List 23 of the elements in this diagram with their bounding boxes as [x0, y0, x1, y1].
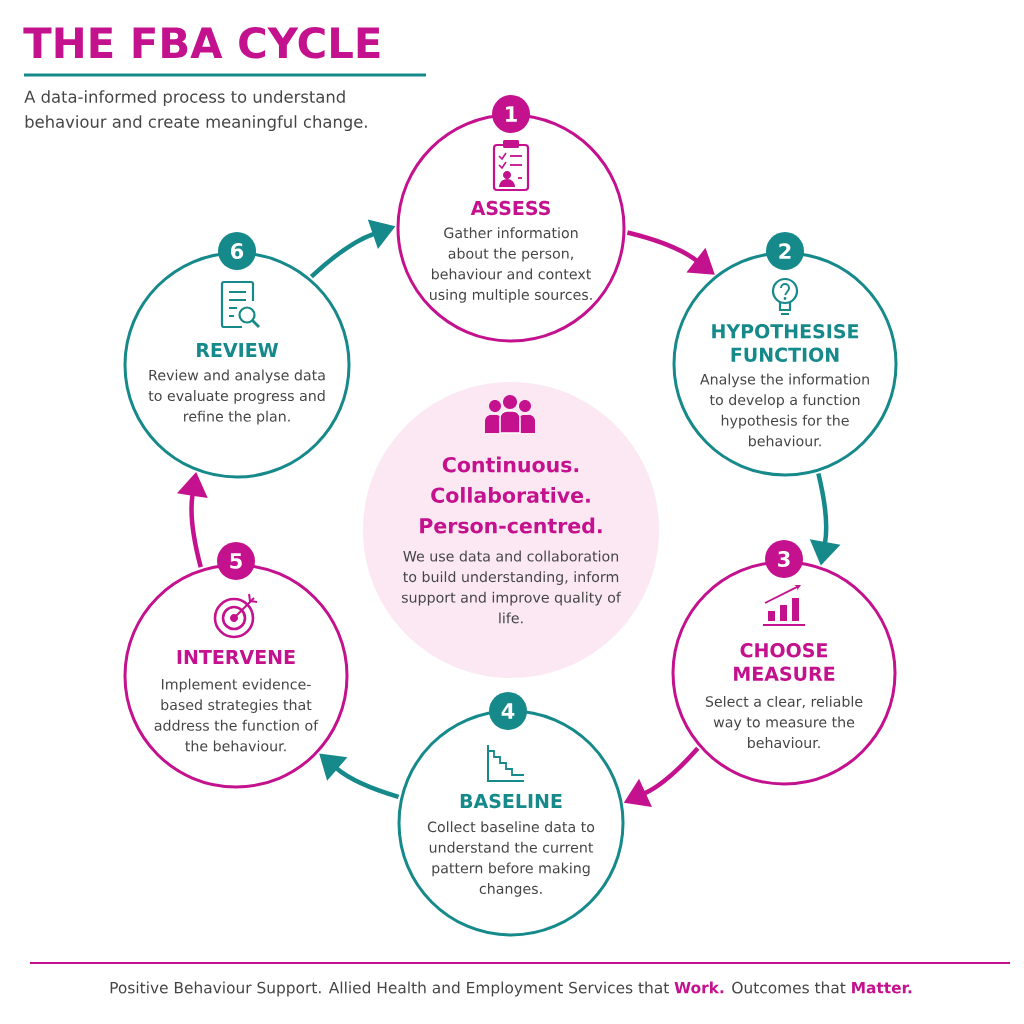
tagline: Positive Behaviour Support. Allied Health and Employment Services that Work. Outcomes that Matter. [110, 981, 912, 997]
description: Gather information about the person, behaviour and context using multiple sources. [430, 227, 592, 303]
heading: INTERVENE [177, 650, 295, 664]
number-badge: 4 [489, 692, 527, 730]
description: Implement evidence-based strategies that address the function of the behaviour. [154, 678, 319, 752]
subtitle: A data-informed process to understand behaviour and create meaningful change. [24, 90, 367, 132]
number-badge: 1 [492, 95, 530, 133]
description: Review and analyse data to evaluate progress and refine the plan. [148, 369, 325, 425]
heading: CHOOSE MEASURE [734, 643, 835, 681]
number-badge: 3 [765, 540, 803, 578]
number-badge: 2 [766, 232, 804, 270]
title: THE FBA CYCLE [23, 26, 380, 59]
description: Collect baseline data to understand the current pattern before making changes. [427, 821, 595, 897]
heading: ASSESS [470, 200, 550, 216]
description: We use data and collaboration to build understanding, inform support and improve quality of life. [401, 550, 622, 624]
heading: HYPOTHESISE FUNCTION [712, 324, 859, 362]
heading: Continuous. Collaborative. Person-centred. [420, 456, 602, 534]
description: Analyse the information to develop a function hypothesis for the behaviour. [700, 373, 869, 447]
description: Select a clear, reliable way to measure the behaviour. [705, 695, 863, 749]
heading: REVIEW [197, 343, 279, 357]
number-badge: 5 [217, 542, 255, 580]
heading: BASELINE [460, 793, 562, 809]
number-badge: 6 [218, 232, 256, 270]
